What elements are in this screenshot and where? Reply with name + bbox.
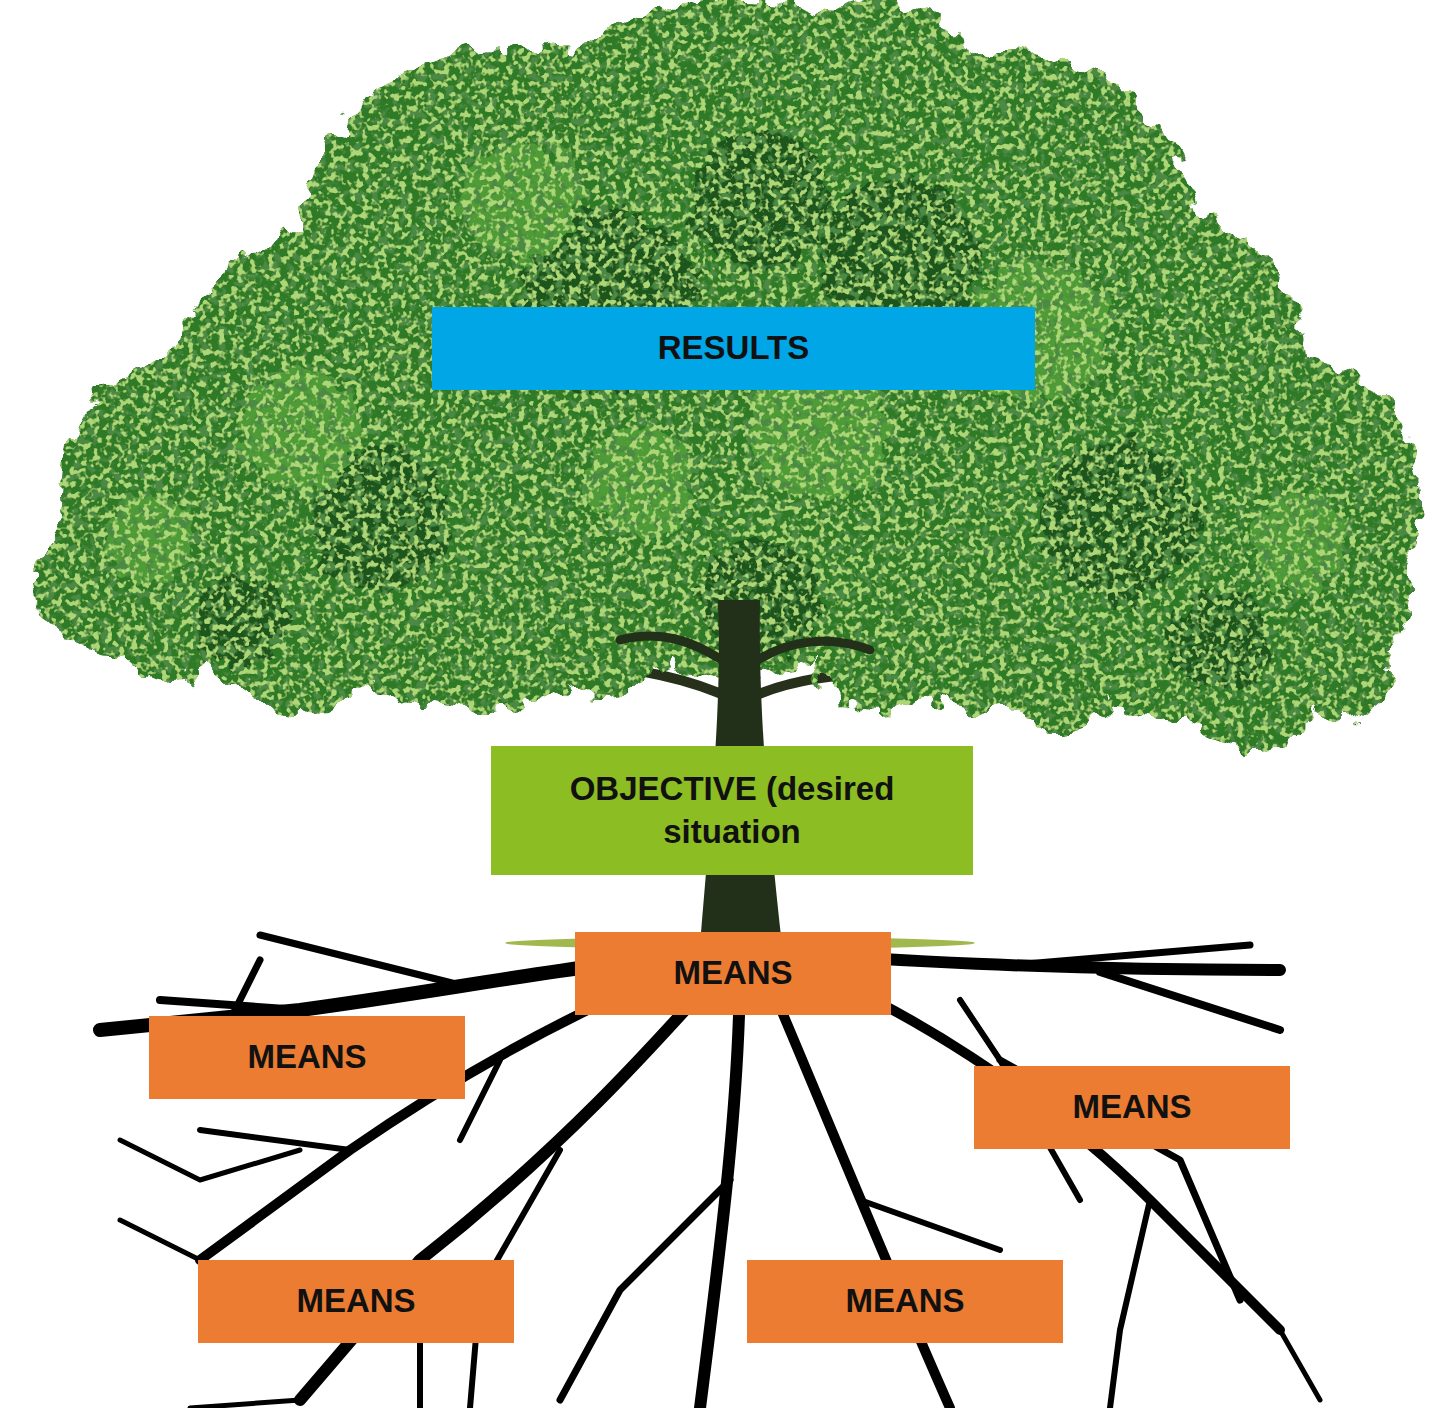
results-box: RESULTS: [432, 307, 1035, 390]
trunk-fork: [620, 636, 870, 660]
means-box: MEANS: [149, 1016, 465, 1099]
node-label: OBJECTIVE (desired situation: [532, 768, 932, 854]
node-label: MEANS: [247, 1036, 366, 1079]
node-label: MEANS: [296, 1280, 415, 1323]
means-box: MEANS: [974, 1066, 1290, 1149]
node-label: MEANS: [673, 952, 792, 995]
means-box: MEANS: [575, 932, 891, 1015]
objective-box: OBJECTIVE (desired situation: [491, 746, 973, 875]
node-label: RESULTS: [658, 327, 810, 370]
means-box: MEANS: [198, 1260, 514, 1343]
node-label: MEANS: [1072, 1086, 1191, 1129]
means-box: MEANS: [747, 1260, 1063, 1343]
node-label: MEANS: [845, 1280, 964, 1323]
